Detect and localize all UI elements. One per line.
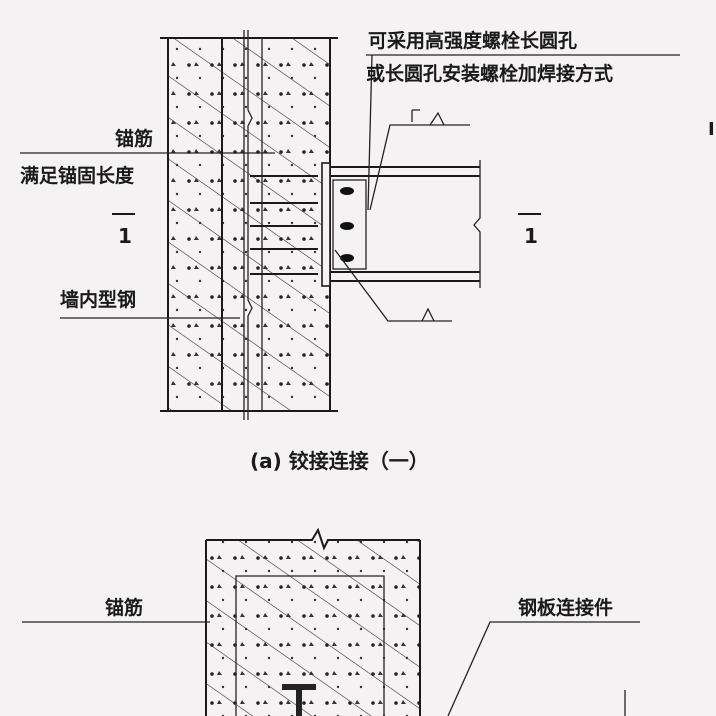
section-mark-right: 1 — [524, 224, 538, 248]
label-anchor-bar: 锚筋 — [115, 127, 153, 150]
end-plate — [321, 162, 331, 287]
beam-break-line — [473, 160, 481, 288]
section-mark-left: 1 — [118, 224, 132, 248]
bolt-slot — [340, 254, 354, 262]
bolt-slot — [340, 222, 354, 230]
bolt-slot — [340, 187, 354, 195]
break-line — [247, 30, 253, 420]
label-anchor-length: 满足锚固长度 — [20, 164, 135, 187]
label-plate-connector: 钢板连接件 — [518, 596, 613, 619]
leader-lines-a — [20, 54, 680, 322]
caption-a: (a) 铰接连接（一） — [250, 449, 429, 473]
label-embedded-steel: 墙内型钢 — [60, 288, 136, 311]
wall-section-b — [22, 527, 640, 716]
steel-beam-a — [330, 160, 481, 288]
steel-section-icon — [282, 684, 316, 716]
label-anchor-bar-b: 锚筋 — [105, 596, 143, 619]
edge-fragment: I — [708, 119, 715, 140]
note-line-2: 或长圆孔安装螺栓加焊接方式 — [366, 62, 613, 85]
note-line-1: 可采用高强度螺栓长圆孔 — [368, 29, 577, 52]
anchor-bars-a — [250, 162, 331, 287]
wall-section-a — [160, 30, 338, 420]
